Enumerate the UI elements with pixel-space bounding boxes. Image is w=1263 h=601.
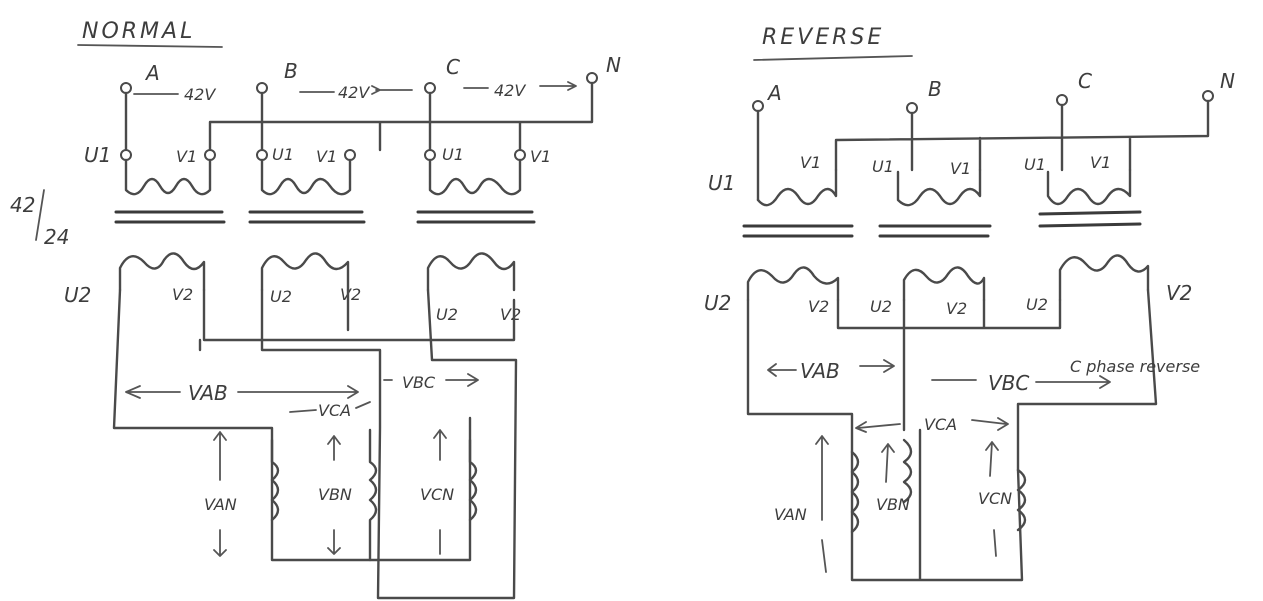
normal-diagram: NORMAL A B C N 42V 42V 42V U1 V1 U1 V1 U… bbox=[10, 19, 621, 600]
reverse-vab-label: VAB bbox=[800, 359, 840, 383]
reverse-neutral-label: N bbox=[1220, 69, 1235, 93]
normal-terminal-a bbox=[120, 82, 132, 94]
normal-u2-label: U2 bbox=[64, 283, 91, 307]
normal-phase-b-label: B bbox=[284, 59, 298, 83]
normal-b-v1-label: V1 bbox=[316, 147, 337, 166]
reverse-b-u1-label: U1 bbox=[872, 157, 894, 176]
normal-c-u2-label: U2 bbox=[436, 305, 458, 324]
normal-vbn-label: VBN bbox=[318, 485, 352, 504]
normal-b-v2-label: V2 bbox=[340, 285, 361, 304]
normal-vcn-label: VCN bbox=[420, 485, 454, 504]
reverse-terminal-a bbox=[752, 100, 764, 112]
reverse-c-u1-label: U1 bbox=[1024, 155, 1046, 174]
normal-vab-label: VAB bbox=[188, 381, 228, 405]
reverse-vca-label: VCA bbox=[924, 415, 957, 434]
normal-load-coils bbox=[270, 428, 478, 562]
reverse-primary-wiring bbox=[756, 99, 1210, 202]
normal-phase-a-label: A bbox=[144, 61, 160, 85]
normal-title-underline bbox=[77, 44, 223, 48]
normal-secondary-wiring bbox=[112, 288, 518, 600]
reverse-diagram: REVERSE A B C N U1 V1 U1 V1 U1 V1 bbox=[704, 25, 1235, 582]
reverse-vcn-label: VCN bbox=[978, 489, 1012, 508]
normal-terminal-b bbox=[256, 82, 268, 94]
reverse-v1-label: V1 bbox=[800, 153, 821, 172]
reverse-title-underline bbox=[753, 55, 913, 61]
normal-v-bc: 42V bbox=[338, 83, 370, 102]
reverse-van-label: VAN bbox=[774, 505, 807, 524]
normal-primary-coils bbox=[124, 158, 522, 196]
reverse-phase-arrows bbox=[815, 435, 999, 573]
reverse-c-v2-label: V2 bbox=[1166, 281, 1192, 305]
normal-terminal-c bbox=[424, 82, 436, 94]
normal-c-v1-label: V1 bbox=[530, 147, 551, 166]
reverse-primary-coils bbox=[756, 168, 1132, 207]
reverse-load-coils bbox=[850, 438, 1027, 534]
reverse-v2-label: V2 bbox=[808, 297, 829, 316]
normal-line-arrows bbox=[125, 373, 479, 413]
normal-c-v2-label: V2 bbox=[500, 305, 521, 324]
normal-b-u2-label: U2 bbox=[270, 287, 292, 306]
normal-phase-arrows bbox=[213, 429, 447, 557]
normal-u1-label: U1 bbox=[84, 143, 111, 167]
reverse-terminal-n bbox=[1202, 90, 1214, 102]
reverse-terminal-b bbox=[906, 102, 918, 114]
reverse-b-v2-label: V2 bbox=[946, 299, 967, 318]
normal-neutral-label: N bbox=[606, 53, 621, 77]
reverse-secondary-coils bbox=[746, 254, 1150, 302]
normal-ratio-slash bbox=[35, 189, 45, 241]
reverse-note: C phase reverse bbox=[1070, 357, 1200, 376]
reverse-line-arrows bbox=[767, 359, 1111, 433]
normal-v2-label: V2 bbox=[172, 285, 193, 304]
reverse-vbc-label: VBC bbox=[988, 371, 1029, 395]
normal-v-cn: 42V bbox=[494, 81, 526, 100]
normal-b-u1-label: U1 bbox=[272, 145, 294, 164]
reverse-phase-b-label: B bbox=[928, 77, 942, 101]
normal-title: NORMAL bbox=[82, 19, 195, 44]
normal-ratio-num: 42 bbox=[10, 193, 35, 217]
reverse-b-u2-label: U2 bbox=[870, 297, 892, 316]
reverse-terminal-c bbox=[1056, 94, 1068, 106]
reverse-c-v1-label: V1 bbox=[1090, 153, 1111, 172]
normal-voltage-arrows bbox=[133, 81, 577, 95]
normal-cores bbox=[114, 210, 536, 224]
reverse-secondary-wiring bbox=[746, 288, 1158, 582]
reverse-u1-label: U1 bbox=[708, 171, 735, 195]
normal-vbc-label: VBC bbox=[402, 373, 436, 392]
normal-v-ab: 42V bbox=[184, 85, 216, 104]
normal-c-u1-label: U1 bbox=[442, 145, 464, 164]
normal-terminal-n bbox=[586, 72, 598, 84]
reverse-title: REVERSE bbox=[762, 25, 884, 50]
normal-phase-c-label: C bbox=[446, 55, 460, 79]
normal-primary-star-bus bbox=[208, 81, 594, 152]
reverse-c-u2-label: U2 bbox=[1026, 295, 1048, 314]
reverse-cores bbox=[742, 210, 1142, 238]
reverse-b-v1-label: V1 bbox=[950, 159, 971, 178]
normal-van-label: VAN bbox=[204, 495, 237, 514]
normal-ratio-den: 24 bbox=[44, 225, 69, 249]
reverse-phase-c-label: C bbox=[1078, 69, 1092, 93]
normal-v1-label: V1 bbox=[176, 147, 197, 166]
reverse-u2-label: U2 bbox=[704, 291, 731, 315]
reverse-vbn-label: VBN bbox=[876, 495, 910, 514]
reverse-phase-a-label: A bbox=[766, 81, 782, 105]
normal-vca-label: VCA bbox=[318, 401, 351, 420]
normal-secondary-coils bbox=[118, 252, 516, 292]
